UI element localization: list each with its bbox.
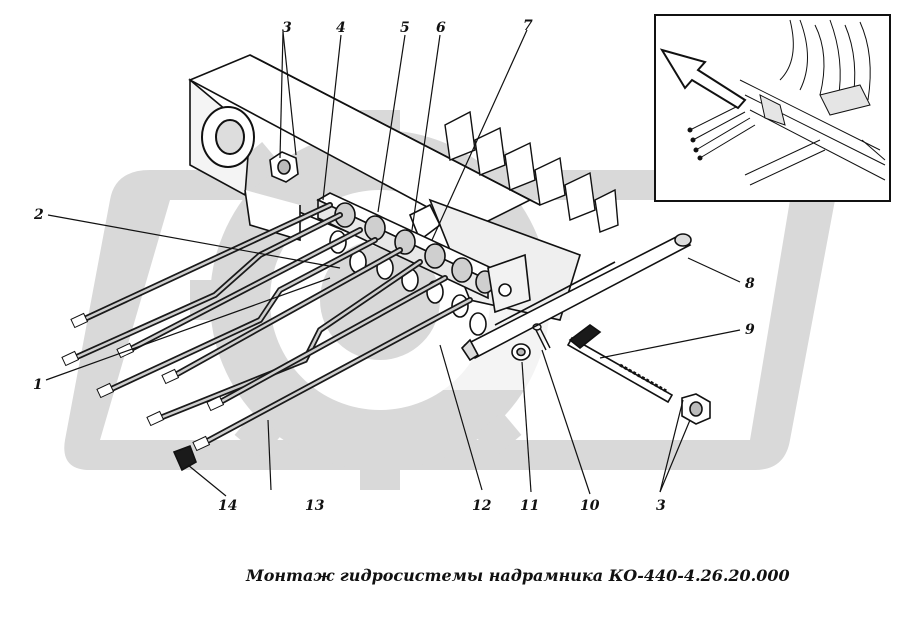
inset-arrow-icon — [659, 48, 747, 110]
nut-top — [269, 151, 299, 183]
callout-2: 2 — [33, 207, 44, 223]
hydraulic-pipes — [67, 202, 473, 448]
figure-caption: Монтаж гидросистемы надрамника КО-440-4.… — [246, 566, 790, 585]
callout-1: 1 — [33, 377, 43, 393]
beam-ribs — [444, 110, 619, 233]
callout-12: 12 — [472, 498, 492, 514]
callout-7: 7 — [523, 18, 533, 34]
callout-4: 4 — [336, 20, 346, 36]
callout-3-top: 3 — [282, 20, 292, 36]
nut-bottom — [681, 393, 711, 425]
callout-5: 5 — [400, 20, 410, 36]
manifold-block — [316, 192, 531, 314]
callout-14: 14 — [218, 498, 237, 514]
callout-3-bottom: 3 — [656, 498, 666, 514]
cotter-pin — [532, 323, 551, 351]
callout-10: 10 — [580, 498, 600, 514]
inset-detail — [654, 14, 891, 202]
beam-boss — [201, 106, 255, 168]
washer — [511, 343, 531, 361]
lever-bracket — [460, 233, 692, 362]
pipe-cap — [172, 444, 197, 472]
bolt — [566, 324, 674, 404]
pipe-thread-ends — [61, 312, 225, 452]
callout-6: 6 — [436, 20, 446, 36]
callout-9: 9 — [745, 322, 755, 338]
leader-lines — [45, 29, 741, 497]
callout-11: 11 — [520, 498, 539, 514]
callout-13: 13 — [305, 498, 325, 514]
callout-8: 8 — [745, 276, 755, 292]
callout-labels: 1 2 3 4 5 6 7 8 9 10 11 12 13 14 3 — [33, 18, 755, 514]
